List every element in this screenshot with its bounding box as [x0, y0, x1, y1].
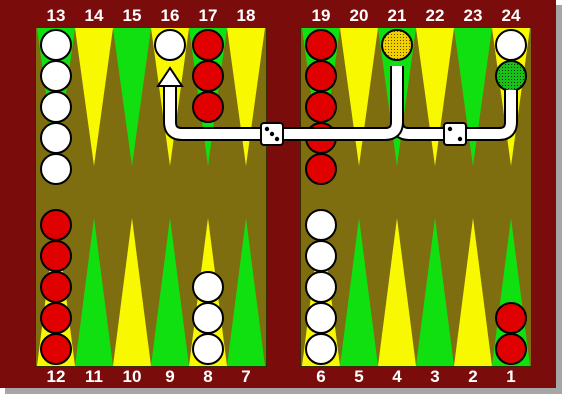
checker-red-point-12[interactable]: [41, 241, 71, 271]
left-board-half[interactable]: [35, 27, 267, 367]
point-triangle-22[interactable]: [416, 28, 454, 166]
right-board-half[interactable]: [300, 27, 532, 367]
checker-white-point-16[interactable]: [155, 30, 185, 60]
point-number-14: 14: [75, 6, 113, 26]
checker-white-point-6[interactable]: [306, 272, 336, 302]
point-number-22: 22: [416, 6, 454, 26]
point-number-5: 5: [340, 367, 378, 387]
checker-red-point-17[interactable]: [193, 61, 223, 91]
point-number-10: 10: [113, 367, 151, 387]
checker-green-hatched-point-24[interactable]: [496, 61, 526, 91]
checker-white-point-6[interactable]: [306, 303, 336, 333]
point-number-20: 20: [340, 6, 378, 26]
point-number-9: 9: [151, 367, 189, 387]
point-triangle-2[interactable]: [454, 218, 492, 366]
checker-white-point-13[interactable]: [41, 92, 71, 122]
checker-red-point-17[interactable]: [193, 30, 223, 60]
board-shadow-bottom: [5, 388, 562, 394]
point-number-17: 17: [189, 6, 227, 26]
point-number-12: 12: [37, 367, 75, 387]
point-triangle-18[interactable]: [227, 28, 265, 166]
checker-red-point-12[interactable]: [41, 334, 71, 364]
point-triangle-4[interactable]: [378, 218, 416, 366]
checker-red-point-19[interactable]: [306, 154, 336, 184]
checker-red-point-17[interactable]: [193, 92, 223, 122]
checker-yellow-hatched-point-21[interactable]: [382, 30, 412, 60]
point-triangle-3[interactable]: [416, 218, 454, 366]
point-triangle-10[interactable]: [113, 218, 151, 366]
point-number-15: 15: [113, 6, 151, 26]
checker-white-point-6[interactable]: [306, 241, 336, 271]
point-triangle-20[interactable]: [340, 28, 378, 166]
point-number-4: 4: [378, 367, 416, 387]
point-triangle-7[interactable]: [227, 218, 265, 366]
checker-red-point-19[interactable]: [306, 92, 336, 122]
board-shadow-right: [556, 5, 562, 394]
point-number-2: 2: [454, 367, 492, 387]
point-number-6: 6: [302, 367, 340, 387]
point-triangle-14[interactable]: [75, 28, 113, 166]
point-triangle-11[interactable]: [75, 218, 113, 366]
checker-white-point-13[interactable]: [41, 123, 71, 153]
right-board-svg: [301, 28, 531, 366]
checker-white-point-13[interactable]: [41, 61, 71, 91]
checker-red-point-12[interactable]: [41, 303, 71, 333]
point-number-7: 7: [227, 367, 265, 387]
point-triangle-23[interactable]: [454, 28, 492, 166]
checker-red-point-19[interactable]: [306, 61, 336, 91]
point-number-1: 1: [492, 367, 530, 387]
point-triangle-5[interactable]: [340, 218, 378, 366]
checker-red-point-19[interactable]: [306, 30, 336, 60]
point-number-19: 19: [302, 6, 340, 26]
checker-red-point-12[interactable]: [41, 210, 71, 240]
checker-white-point-24[interactable]: [496, 30, 526, 60]
point-number-18: 18: [227, 6, 265, 26]
point-triangle-15[interactable]: [113, 28, 151, 166]
point-number-24: 24: [492, 6, 530, 26]
checker-white-point-8[interactable]: [193, 303, 223, 333]
point-number-3: 3: [416, 367, 454, 387]
point-number-21: 21: [378, 6, 416, 26]
checker-white-point-8[interactable]: [193, 334, 223, 364]
point-number-16: 16: [151, 6, 189, 26]
checker-red-point-19[interactable]: [306, 123, 336, 153]
checker-white-point-13[interactable]: [41, 154, 71, 184]
checker-red-point-1[interactable]: [496, 334, 526, 364]
point-number-13: 13: [37, 6, 75, 26]
point-number-11: 11: [75, 367, 113, 387]
checker-white-point-8[interactable]: [193, 272, 223, 302]
checker-white-point-6[interactable]: [306, 210, 336, 240]
checker-red-point-1[interactable]: [496, 303, 526, 333]
point-number-23: 23: [454, 6, 492, 26]
checker-white-point-6[interactable]: [306, 334, 336, 364]
left-board-svg: [36, 28, 266, 366]
checker-white-point-13[interactable]: [41, 30, 71, 60]
point-triangle-9[interactable]: [151, 218, 189, 366]
checker-red-point-12[interactable]: [41, 272, 71, 302]
point-number-8: 8: [189, 367, 227, 387]
